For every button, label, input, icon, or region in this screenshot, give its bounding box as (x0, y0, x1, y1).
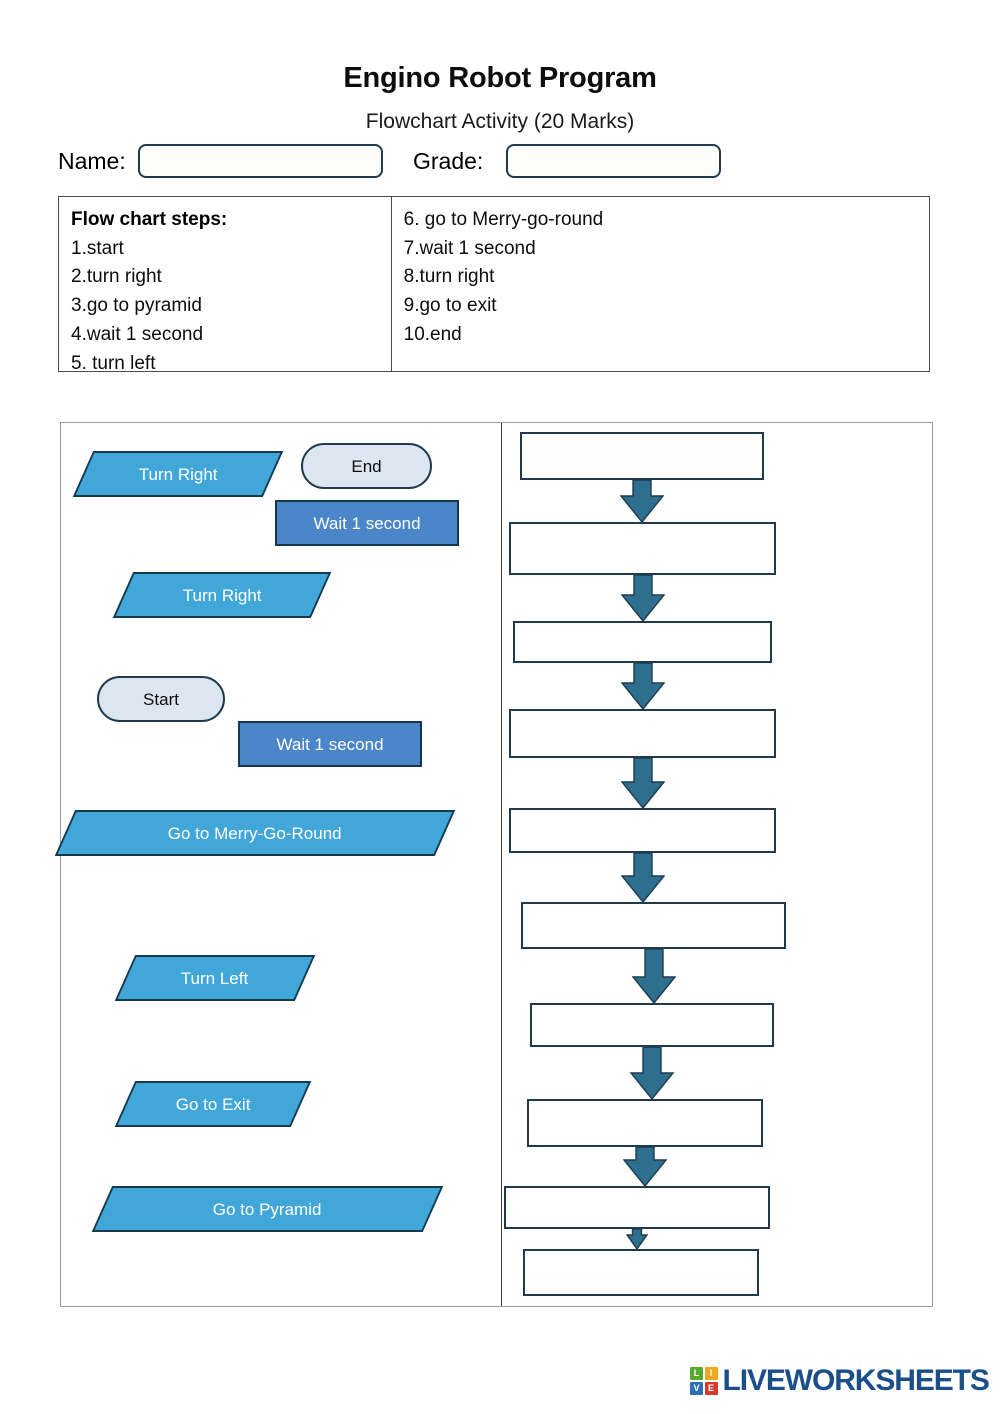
flow-shape-label: Turn Right (138, 464, 218, 484)
step-item: 9.go to exit (403, 295, 497, 317)
flow-shape-start[interactable]: Start (97, 676, 225, 722)
connector-arrow-down (620, 480, 664, 522)
flow-shape-turn-left[interactable]: Turn Left (114, 955, 316, 1001)
flow-shape-label: Go to Merry-Go-Round (168, 823, 342, 843)
flow-shape-label: End (351, 456, 382, 476)
name-label: Name: (58, 148, 126, 174)
flow-shape-wait-1-second[interactable]: Wait 1 second (238, 721, 422, 767)
drop-slot-2[interactable] (509, 522, 776, 575)
connector-arrow-down (620, 575, 665, 621)
flow-shape-label: Start (143, 689, 179, 709)
step-item: 4.wait 1 second (71, 323, 204, 345)
connector-arrow-down (620, 663, 665, 709)
flow-shape-go-to-pyramid[interactable]: Go to Pyramid (91, 1186, 444, 1232)
page-title: Engino Robot Program (343, 62, 657, 94)
flow-chart-steps-table: Flow chart steps: 1.start 2.turn right 3… (58, 196, 930, 374)
drop-slot-8[interactable] (527, 1099, 763, 1147)
step-item: 1.start (71, 237, 124, 259)
steps-heading: Flow chart steps: (71, 209, 228, 230)
flow-shape-turn-right[interactable]: Turn Right (112, 572, 332, 618)
page-subtitle: Flowchart Activity (20 Marks) (365, 110, 635, 133)
connector-arrow-down (623, 1147, 667, 1186)
logo-tile-l: L (690, 1367, 703, 1381)
flow-shape-turn-right[interactable]: Turn Right (72, 451, 284, 497)
name-input[interactable] (138, 144, 383, 178)
drop-slot-9[interactable] (504, 1186, 770, 1229)
step-item: 7.wait 1 second (403, 237, 536, 259)
steps-column-left: Flow chart steps: 1.start 2.turn right 3… (59, 197, 392, 374)
step-item: 3.go to pyramid (71, 295, 202, 317)
student-info-row: Name: Grade: (58, 144, 948, 184)
flow-shape-label: Turn Right (182, 585, 262, 605)
drop-slot-6[interactable] (521, 902, 786, 949)
connector-arrow-down (620, 758, 665, 808)
drop-slot-10[interactable] (523, 1249, 759, 1296)
grade-input[interactable] (506, 144, 721, 178)
connector-arrow-down (631, 949, 676, 1003)
connector-arrow-down (626, 1229, 648, 1249)
step-item: 10.end (403, 323, 462, 345)
drop-slot-5[interactable] (509, 808, 776, 853)
connector-arrow-down (630, 1047, 674, 1099)
flow-shape-label: Go to Pyramid (213, 1199, 322, 1219)
logo-tile-i: I (704, 1367, 718, 1381)
flow-shape-end[interactable]: End (301, 443, 432, 489)
drop-slot-3[interactable] (513, 621, 772, 663)
flow-shape-label: Turn Left (181, 968, 249, 988)
drop-slot-4[interactable] (509, 709, 776, 758)
flow-shape-label: Wait 1 second (313, 513, 421, 533)
flow-shape-label: Go to Exit (175, 1094, 251, 1114)
drop-slot-1[interactable] (520, 432, 764, 480)
flow-shape-go-to-exit[interactable]: Go to Exit (114, 1081, 312, 1127)
grade-label: Grade: (413, 148, 484, 174)
step-item: 6. go to Merry-go-round (403, 209, 604, 230)
connector-arrow-down (620, 853, 665, 902)
logo-tile-v: V (690, 1381, 703, 1395)
panel-divider (501, 423, 502, 1306)
drop-slot-7[interactable] (530, 1003, 774, 1047)
flow-shape-wait-1-second[interactable]: Wait 1 second (275, 500, 459, 546)
step-item: 8.turn right (403, 266, 495, 288)
flow-shape-go-to-merry-go-round[interactable]: Go to Merry-Go-Round (54, 810, 456, 856)
brand-wordmark: LIVEWORKSHEETS (722, 1364, 990, 1397)
steps-column-right: 6. go to Merry-go-round 7.wait 1 second … (392, 197, 929, 371)
step-item: 5. turn left (71, 352, 156, 374)
logo-tile-e: E (704, 1381, 718, 1395)
step-item: 2.turn right (71, 266, 162, 288)
flow-shape-label: Wait 1 second (276, 734, 384, 754)
